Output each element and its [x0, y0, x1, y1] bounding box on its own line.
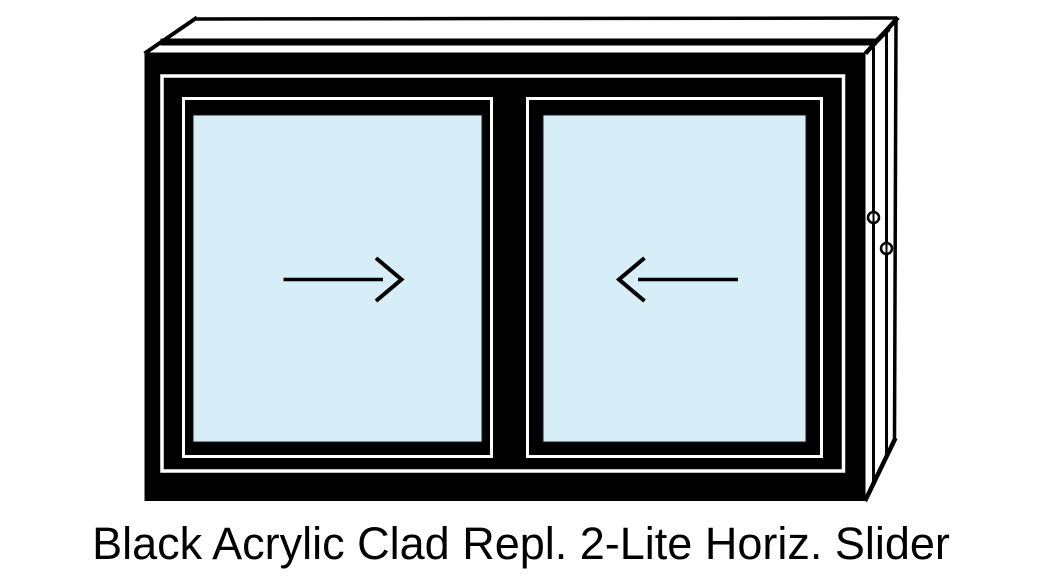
screw-icon: [879, 241, 894, 256]
right-sash-outline: [526, 97, 823, 458]
frame-right-face: [862, 17, 898, 502]
figure-caption: Black Acrylic Clad Repl. 2-Lite Horiz. S…: [92, 518, 950, 569]
arrow-left-icon: [615, 256, 738, 303]
left-sash-outline: [182, 97, 493, 458]
frame-reveal-line: [160, 74, 846, 473]
frame-top-face: [143, 15, 900, 56]
arrow-right-icon: [283, 256, 405, 303]
screw-icon: [866, 210, 881, 225]
